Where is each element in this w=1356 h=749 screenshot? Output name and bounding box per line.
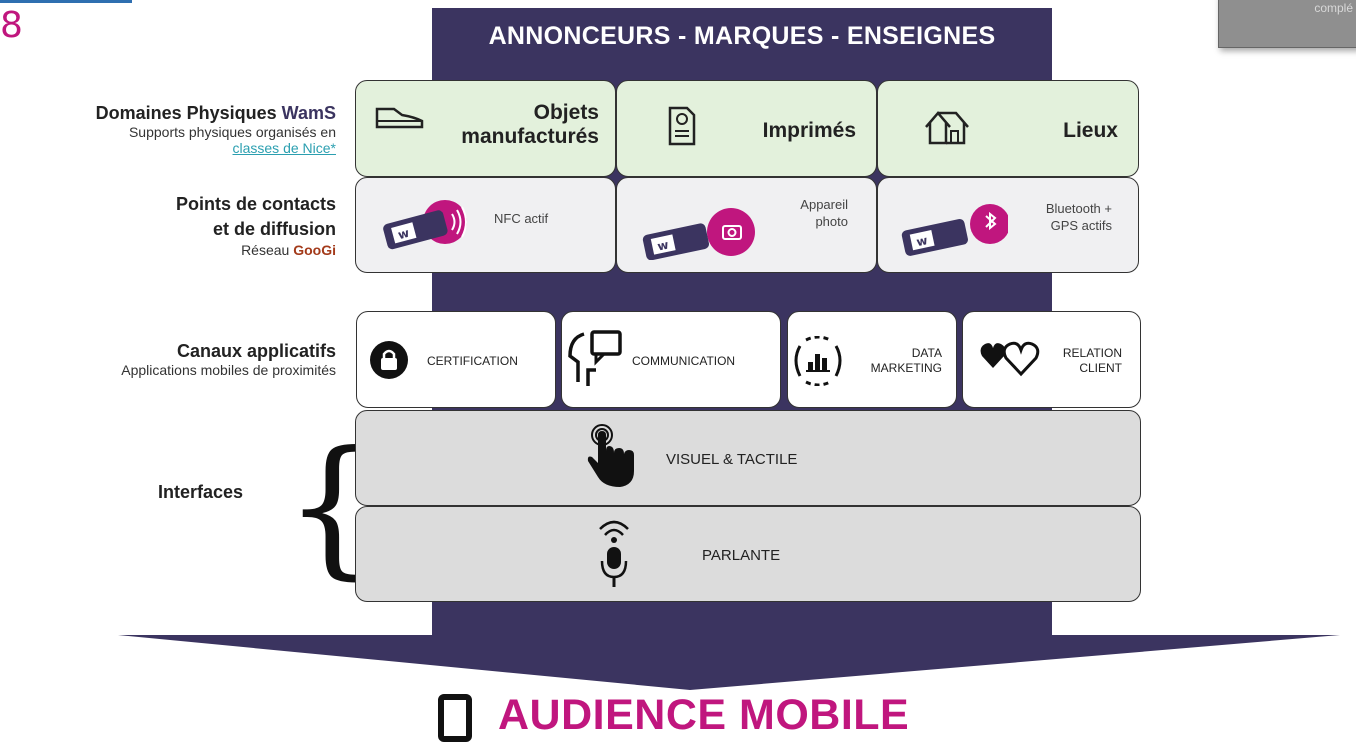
hearts-icon [980, 341, 1040, 377]
row-domaines: Domaines Physiques WamS Supports physiqu… [96, 103, 336, 156]
svg-text:w: w [396, 226, 410, 242]
interface-label-visuel: VISUEL & TACTILE [666, 451, 798, 468]
row-canaux-subtitle: Applications mobiles de proximités [121, 362, 336, 378]
domain-box-lieux: Lieux [877, 80, 1139, 177]
page-number-underline [0, 0, 132, 3]
shoe-icon [375, 107, 424, 129]
funnel-arrow [118, 635, 1340, 690]
column-title: ANNONCEURS - MARQUES - ENSEIGNES [488, 22, 996, 50]
corner-callout-text: complé [1314, 1, 1353, 15]
domain-label-imprimes: Imprimés [762, 119, 856, 142]
nfc-phone-icon: w [383, 200, 467, 250]
domain-label-lieux: Lieux [1063, 119, 1118, 142]
app-label-relation-client: RELATION CLIENT [1062, 346, 1122, 375]
app-box-certification: CERTIFICATION [356, 311, 556, 408]
interface-box-visuel: VISUEL & TACTILE [355, 410, 1141, 506]
chart-circle-icon [794, 336, 842, 386]
bluetooth-phone-icon: w [901, 204, 1008, 256]
app-label-data-marketing: DATA MARKETING [870, 346, 942, 375]
app-box-data-marketing: DATA MARKETING [787, 311, 957, 408]
smartphone-icon [438, 694, 472, 742]
row-points-title-2: et de diffusion [213, 219, 336, 239]
domain-label-objets: Objets manufacturés [461, 101, 599, 148]
contact-box-camera: w Appareil photo [616, 177, 877, 273]
app-label-communication: COMMUNICATION [632, 354, 736, 368]
interface-label-parlante: PARLANTE [702, 547, 781, 564]
app-box-communication: COMMUNICATION [561, 311, 781, 408]
row-domaines-title: Domaines Physiques WamS [95, 103, 336, 123]
house-icon [925, 111, 969, 145]
row-points: Points de contacts et de diffusion Résea… [176, 194, 336, 258]
touch-hand-icon [587, 424, 634, 487]
contact-label-bluetooth: Bluetooth + GPS actifs [1045, 201, 1112, 233]
classes-de-nice-link[interactable]: classes de Nice* [232, 140, 337, 156]
corner-callout: complé [1218, 0, 1356, 48]
page-number: 8 [0, 5, 23, 46]
row-interfaces-title: Interfaces [158, 482, 244, 502]
svg-text:w: w [656, 238, 670, 254]
contact-box-nfc: w NFC actif [355, 177, 616, 273]
row-points-subtitle: Réseau GooGi [241, 242, 336, 258]
row-canaux-title: Canaux applicatifs [176, 341, 336, 361]
interface-box-parlante: PARLANTE [355, 506, 1141, 602]
row-canaux: Canaux applicatifs Applications mobiles … [121, 341, 336, 378]
domain-box-imprimes: Imprimés [616, 80, 877, 177]
document-icon [668, 106, 696, 146]
row-points-title-1: Points de contacts [175, 194, 336, 214]
head-speech-icon [568, 330, 622, 386]
row-interfaces: Interfaces [158, 482, 243, 503]
microphone-icon [599, 520, 629, 587]
app-box-relation-client: RELATION CLIENT [962, 311, 1141, 408]
domain-box-objets: Objets manufacturés [355, 80, 616, 177]
contact-label-nfc: NFC actif [494, 211, 549, 226]
row-domaines-subtitle: Supports physiques organisés en [128, 124, 336, 140]
contact-box-bluetooth: w Bluetooth + GPS actifs [877, 177, 1139, 273]
lock-icon [370, 341, 408, 379]
svg-text:w: w [915, 233, 929, 249]
camera-phone-icon: w [642, 208, 755, 260]
app-label-certification: CERTIFICATION [427, 354, 518, 368]
contact-label-camera: Appareil photo [800, 197, 848, 229]
audience-title: AUDIENCE MOBILE [498, 691, 910, 739]
